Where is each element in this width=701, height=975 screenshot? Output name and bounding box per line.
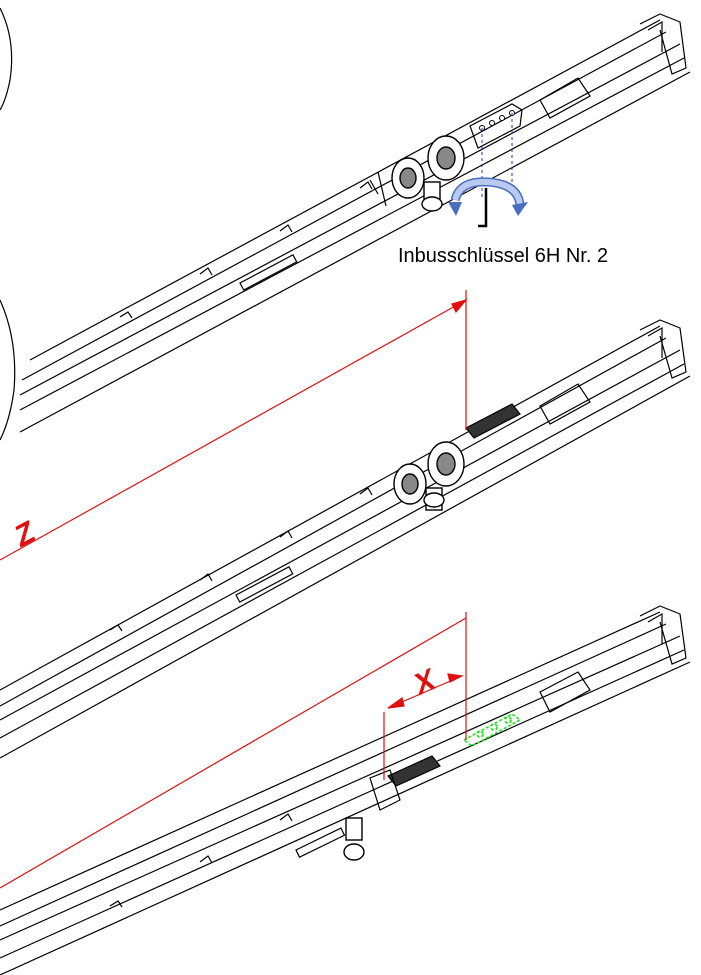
rail-1 <box>19 13 691 433</box>
ghost-bracket <box>462 713 522 747</box>
allen-key-icon <box>478 188 488 228</box>
rail-3 <box>0 605 691 975</box>
dimension-z <box>0 290 468 561</box>
nut-3 <box>343 817 365 861</box>
detail-circle-middle <box>0 299 16 441</box>
bracket-holes-1 <box>479 110 515 131</box>
guide-dashes <box>481 113 513 200</box>
detail-circle-top <box>0 7 13 111</box>
rail-2 <box>0 319 691 759</box>
rotation-arrow-icon <box>448 177 528 216</box>
tool-label: Inbusschlüssel 6H Nr. 2 <box>398 245 609 267</box>
roller-carriage-2 <box>393 441 465 511</box>
roller-carriage-1 <box>391 135 465 212</box>
dimension-x <box>0 612 467 889</box>
